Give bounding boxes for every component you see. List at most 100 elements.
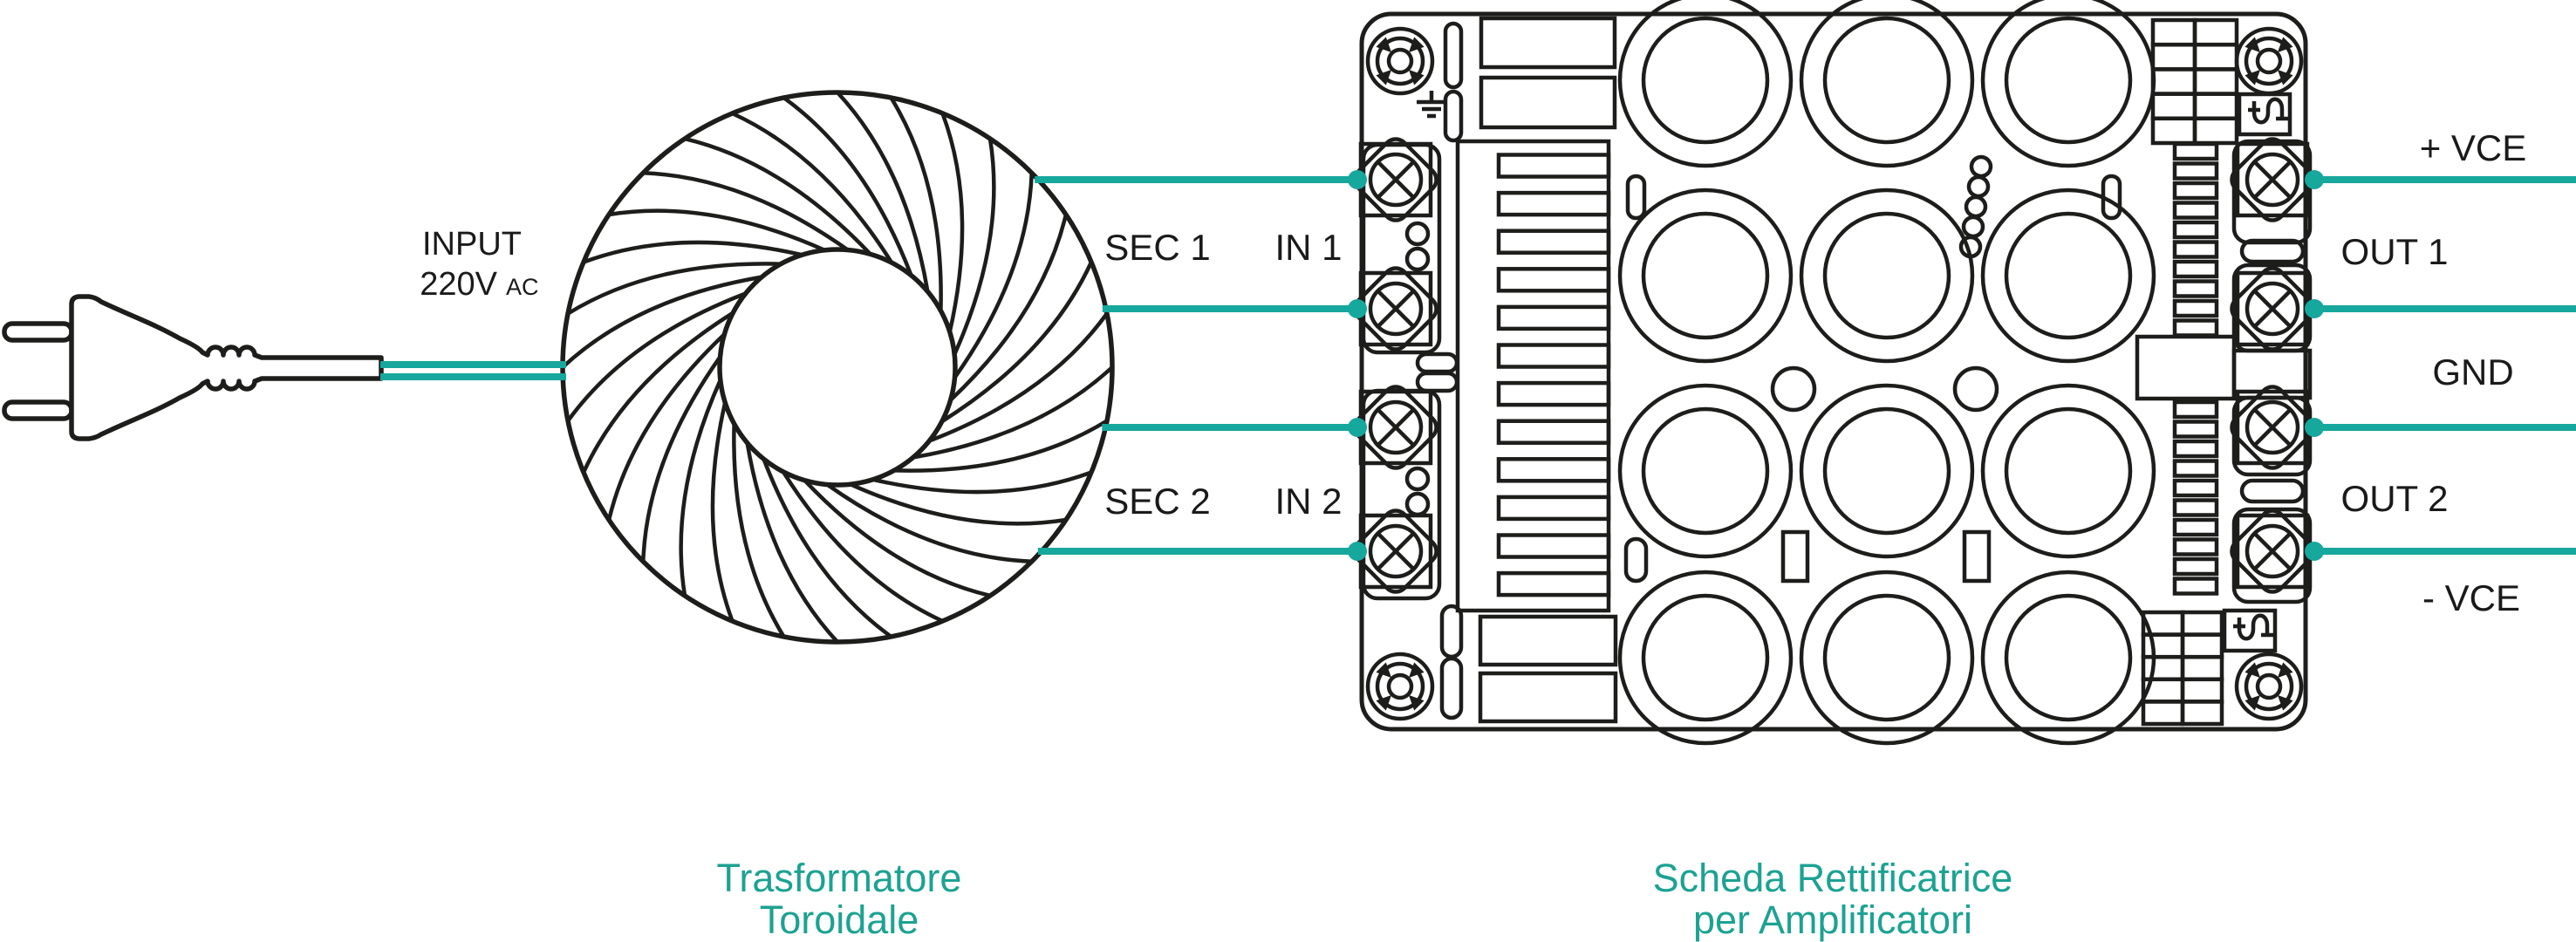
capacitor-bank — [1617, 0, 2156, 746]
capacitor-outer — [1799, 0, 1975, 168]
winding-arc — [583, 240, 803, 264]
mount-screw-icon — [1368, 654, 1432, 719]
wire-terminal-dot — [1348, 299, 1367, 318]
captions: Trasformatore Toroidale Scheda Rettifica… — [717, 856, 2013, 942]
wire-terminal-dot — [2305, 418, 2324, 437]
transformer-inner-ring — [717, 247, 958, 488]
capacitor-inner — [1641, 211, 1770, 340]
winding-arc — [953, 138, 996, 356]
pad-bar — [2172, 577, 2219, 596]
connector-grid-cell — [2150, 42, 2197, 72]
capacitor-inner — [1822, 16, 1951, 145]
label-vce-minus: - VCE — [2422, 577, 2520, 618]
heatsink-bar — [1496, 495, 1611, 522]
capacitor-outer — [1617, 0, 1794, 168]
winding-arc — [566, 291, 747, 422]
label-sec2: SEC 2 — [1104, 481, 1210, 522]
winding-arc — [949, 214, 1069, 402]
label-in2: IN 2 — [1274, 481, 1342, 522]
heatsink-frame — [1455, 139, 1611, 613]
fuse-icon — [2233, 616, 2273, 639]
connector-grid-cell — [2150, 67, 2197, 96]
input-label-ac: AC — [506, 274, 539, 300]
right-pad-bars — [2172, 141, 2219, 596]
ac-plug — [2, 294, 384, 441]
slot-pill — [1443, 21, 1464, 90]
winding-arc — [581, 311, 735, 474]
connector-grid-cell — [2180, 654, 2224, 682]
capacitor-inner — [1822, 406, 1951, 536]
capacitor-inner — [1641, 16, 1770, 145]
winding-arc — [643, 171, 850, 252]
capacitor-inner — [2004, 211, 2133, 340]
pad-rect — [1479, 16, 1617, 70]
winding-arc — [872, 470, 1092, 495]
winding-arc — [889, 96, 943, 311]
winding-arc — [561, 275, 762, 369]
fuse-icon — [2248, 99, 2288, 123]
heatsink-bar — [1496, 304, 1611, 331]
transformer-windings — [561, 91, 1114, 644]
connector-grid-cell — [2150, 17, 2197, 47]
pad-bar — [2172, 240, 2219, 259]
capacitor-outer — [1617, 383, 1794, 559]
connector-grid-cell — [2141, 654, 2185, 682]
winding-arc — [940, 261, 1094, 424]
pad-bar — [2172, 318, 2219, 338]
connector-grid-cell — [2180, 610, 2224, 637]
heatsink-bars — [1496, 153, 1611, 597]
pad-bar — [2172, 141, 2219, 161]
pad-bar — [2172, 439, 2219, 459]
connector-grid-cell — [2180, 700, 2224, 727]
label-out2: OUT 2 — [2341, 478, 2449, 519]
winding-arc — [641, 355, 722, 562]
toroidal-transformer — [560, 90, 1115, 645]
heatsink-bar — [1496, 343, 1611, 369]
pad-bar — [2172, 556, 2219, 577]
slot-pill — [1439, 604, 1464, 659]
winding-arc — [608, 208, 826, 252]
input-label-line1: INPUT — [422, 226, 522, 263]
rectifier-board — [1350, 0, 2319, 746]
pad-bar — [2172, 201, 2219, 220]
label-vce-plus: + VCE — [2420, 127, 2527, 168]
capacitor-outer — [1980, 570, 2156, 746]
winding-arc — [710, 402, 735, 622]
capacitor-inner — [1641, 593, 1770, 722]
winding-arc — [732, 423, 786, 638]
wire-terminal-dot — [1348, 170, 1367, 189]
pad-rect — [1478, 614, 1618, 667]
heatsink-bar — [1496, 190, 1611, 217]
capacitor-inner — [2004, 593, 2133, 722]
ground-icon — [1417, 91, 1446, 119]
connector-grid-cell — [2192, 42, 2239, 72]
pad-bar — [2172, 459, 2219, 478]
winding-arc — [912, 365, 1114, 460]
winding-arc — [940, 113, 965, 332]
capacitor-outer — [1799, 188, 1975, 364]
label-gnd: GND — [2432, 352, 2513, 392]
pad-bar — [2172, 259, 2219, 279]
caption-board-line1: Scheda Rettificatrice — [1653, 856, 2013, 900]
connector-grid-cell — [2150, 92, 2197, 121]
input-label-voltage: 220V — [420, 266, 497, 303]
pad-bar — [2172, 220, 2219, 240]
fuse-box — [2222, 608, 2278, 653]
mount-screw-icon — [1368, 29, 1432, 93]
label-out1: OUT 1 — [2341, 231, 2449, 272]
pad-rect — [1478, 671, 1618, 724]
wire-terminal-dot — [1348, 542, 1367, 561]
winding-arc — [803, 479, 991, 598]
pad-bar — [2172, 420, 2219, 439]
connector-grid-cell — [2150, 116, 2197, 146]
capacitor-inner — [1641, 406, 1770, 536]
bridge-rect — [2135, 334, 2237, 401]
caption-board-line2: per Amplificatori — [1693, 898, 1972, 942]
input-label: INPUT 220V AC — [420, 226, 538, 303]
winding-arc — [782, 96, 913, 276]
pad-bar — [2172, 478, 2219, 498]
pad-bar — [2172, 517, 2219, 537]
connector-grid-cell — [2180, 677, 2224, 704]
board-small-details — [1623, 154, 2122, 584]
connector-grid-cell — [2192, 116, 2239, 146]
